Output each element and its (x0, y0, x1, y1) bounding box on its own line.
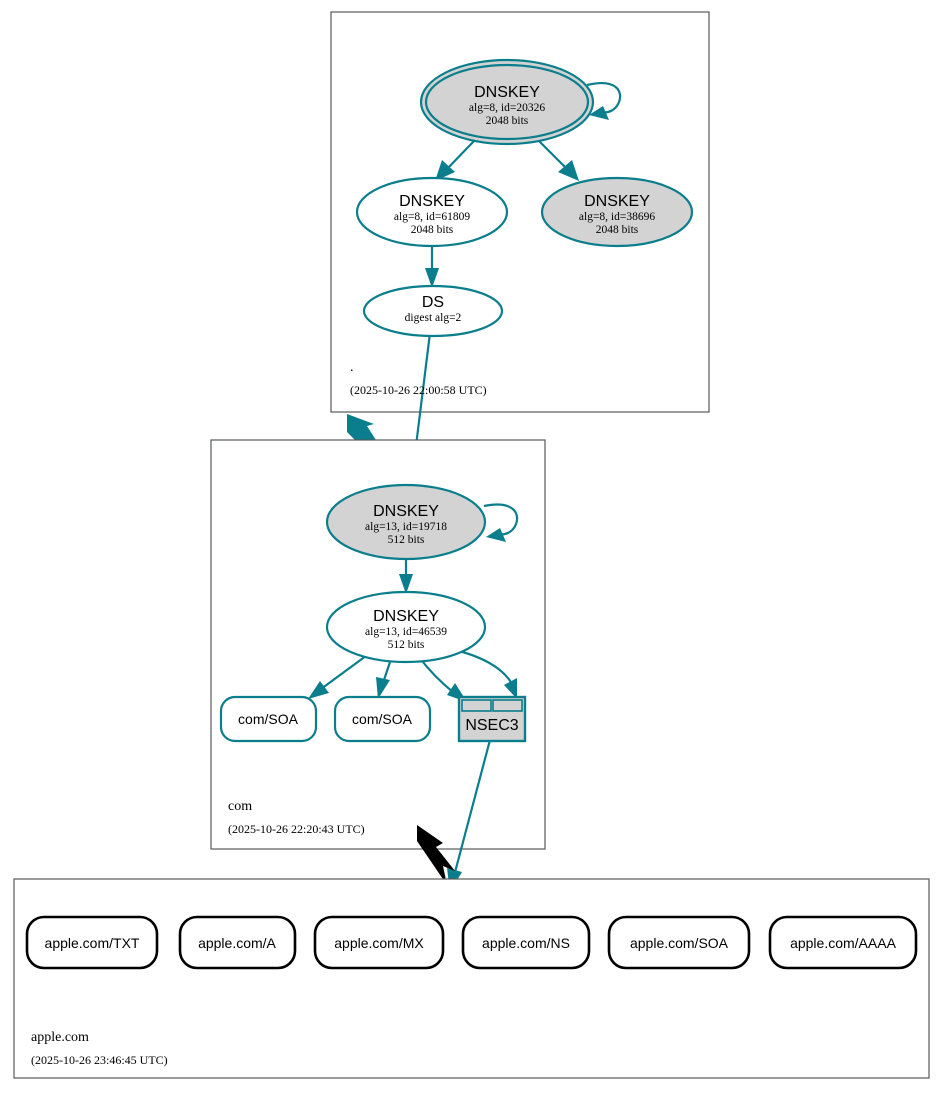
edge-com-ksk-to-zsk (399, 558, 413, 594)
node-detail: alg=8, id=61809 (394, 211, 470, 223)
node-size: 512 bits (388, 534, 425, 546)
node-nsec3-com[interactable]: NSEC3 (457, 695, 527, 743)
node-title: com/SOA (352, 711, 413, 727)
edge-delegation-root-to-com (347, 414, 381, 456)
node-rrset-apple-mx[interactable]: apple.com/MX (313, 915, 445, 970)
node-detail: alg=13, id=46539 (365, 626, 447, 638)
node-title: DNSKEY (474, 84, 540, 101)
node-detail: alg=13, id=19718 (365, 521, 447, 533)
node-dnskey-root-38696[interactable]: DNSKEY alg=8, id=38696 2048 bits (540, 176, 694, 248)
node-title: DNSKEY (584, 193, 650, 210)
node-detail: digest alg=2 (405, 312, 462, 324)
edge-com-ksk-self-loop (483, 503, 519, 542)
edge-root-zsk-to-ds (425, 244, 439, 288)
node-dnskey-com-46539[interactable]: DNSKEY alg=13, id=46539 512 bits (325, 590, 487, 664)
zone-timestamp-applecom: (2025-10-26 23:46:45 UTC) (31, 1053, 168, 1067)
node-rrset-apple-a[interactable]: apple.com/A (178, 915, 297, 970)
edge-root-ksk-to-zsk (435, 140, 475, 181)
edge-com-zsk-to-soa1 (308, 652, 371, 699)
zone-label-applecom: apple.com (31, 1030, 89, 1045)
node-dnskey-com-19718[interactable]: DNSKEY alg=13, id=19718 512 bits (325, 483, 487, 561)
node-rrset-com-soa-1[interactable]: com/SOA (219, 695, 318, 743)
node-title: NSEC3 (465, 717, 518, 734)
zone-label-com: com (228, 799, 252, 814)
zone-cluster-com: DNSKEY alg=13, id=19718 512 bits DNSKEY … (210, 439, 546, 892)
node-rrset-apple-aaaa[interactable]: apple.com/AAAA (768, 915, 918, 970)
zone-cluster-root: DNSKEY alg=8, id=20326 2048 bits DNSKEY … (330, 11, 710, 486)
node-title: com/SOA (238, 711, 299, 727)
node-title: apple.com/AAAA (790, 935, 896, 951)
node-title: apple.com/TXT (45, 935, 140, 951)
node-rrset-apple-soa[interactable]: apple.com/SOA (607, 915, 751, 970)
node-size: 2048 bits (486, 115, 529, 127)
node-title: DNSKEY (373, 503, 439, 520)
node-ds-root[interactable]: DS digest alg=2 (362, 284, 504, 338)
node-title: apple.com/NS (482, 935, 570, 951)
node-size: 512 bits (388, 639, 425, 651)
edge-root-ksk-self-loop (586, 82, 622, 120)
node-dnskey-root-61809[interactable]: DNSKEY alg=8, id=61809 2048 bits (355, 176, 509, 248)
node-title: DNSKEY (399, 193, 465, 210)
zone-timestamp-com: (2025-10-26 22:20:43 UTC) (228, 822, 365, 836)
zone-label-root: . (350, 360, 354, 375)
node-rrset-apple-txt[interactable]: apple.com/TXT (25, 915, 159, 970)
node-rrset-apple-ns[interactable]: apple.com/NS (461, 915, 591, 970)
edge-delegation-com-to-applecom (417, 825, 455, 885)
zone-box-applecom (13, 878, 930, 1079)
node-rrset-com-soa-2[interactable]: com/SOA (333, 695, 432, 743)
node-size: 2048 bits (411, 224, 454, 236)
node-title: apple.com/MX (334, 935, 424, 951)
node-dnskey-root-20326[interactable]: DNSKEY alg=8, id=20326 2048 bits (419, 58, 595, 146)
node-title: DNSKEY (373, 608, 439, 625)
node-detail: alg=8, id=20326 (469, 102, 545, 114)
node-detail: alg=8, id=38696 (579, 211, 655, 223)
zone-cluster-applecom: apple.com/TXT apple.com/A apple.com/MX a… (13, 878, 930, 1079)
edge-root-ksk-to-key38696 (538, 140, 579, 181)
node-size: 2048 bits (596, 224, 639, 236)
node-title: apple.com/A (198, 935, 276, 951)
node-title: DS (422, 294, 444, 311)
node-title: apple.com/SOA (630, 935, 729, 951)
zone-timestamp-root: (2025-10-26 22:00:58 UTC) (350, 383, 487, 397)
